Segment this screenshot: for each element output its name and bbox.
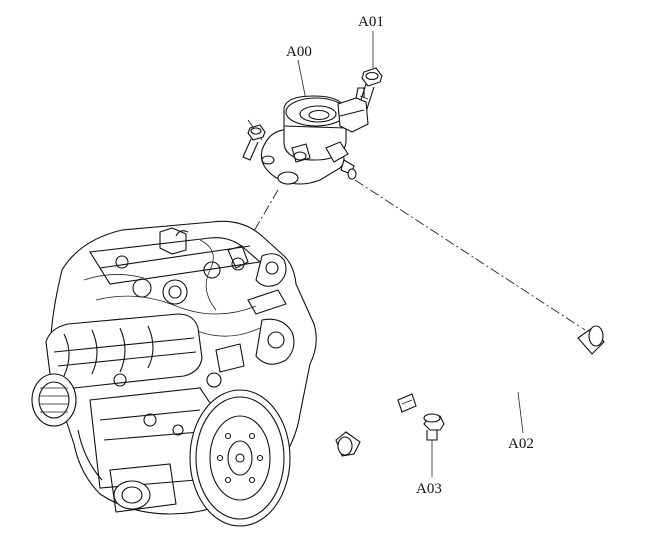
fuel-pipe-a02 xyxy=(335,325,605,457)
callout-a03: A03 xyxy=(416,440,442,497)
alternator xyxy=(31,373,77,427)
callout-a00-leader xyxy=(297,59,307,101)
engine-block xyxy=(31,220,317,527)
bolt-a03 xyxy=(423,413,445,441)
flywheel xyxy=(189,389,291,527)
callout-a03-label: A03 xyxy=(416,481,442,497)
bolt-a01 xyxy=(356,67,383,116)
callout-a01: A01 xyxy=(358,14,384,68)
callout-a01-label: A01 xyxy=(358,14,384,30)
callout-a00: A00 xyxy=(286,44,312,101)
bolt-left xyxy=(242,124,266,161)
callout-a02-label: A02 xyxy=(508,436,534,452)
intake-manifold xyxy=(45,313,203,389)
callout-a02: A02 xyxy=(508,391,534,452)
high-pressure-pump-a00 xyxy=(260,87,369,185)
callout-a02-leader xyxy=(517,391,524,434)
assembly-line-pipe xyxy=(354,179,586,331)
callout-a00-label: A00 xyxy=(286,44,312,60)
